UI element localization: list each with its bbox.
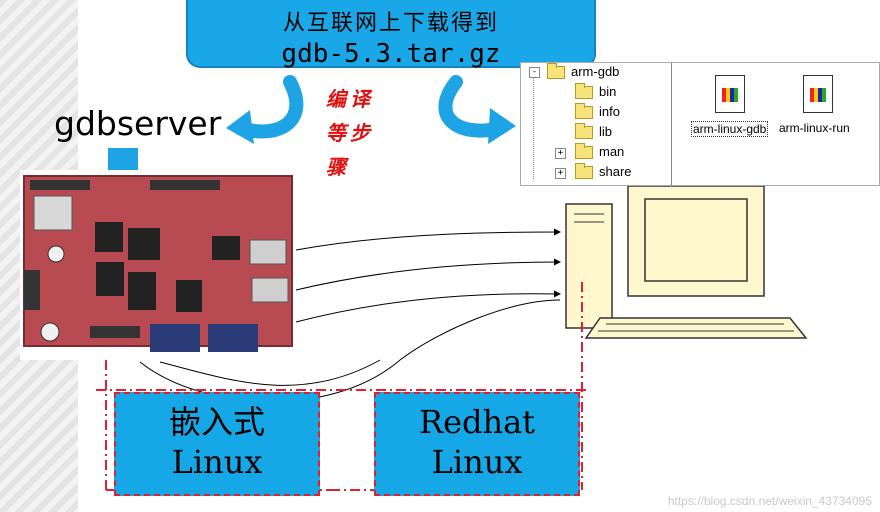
left-curved-arrow xyxy=(226,75,304,144)
executable-file-icon[interactable] xyxy=(715,75,745,113)
tree-item-arm-gdb[interactable]: arm-gdb xyxy=(571,64,620,79)
redhat-linux-line2: Linux xyxy=(431,443,523,481)
windows-logo-icon xyxy=(810,88,826,102)
tree-item-info[interactable]: info xyxy=(599,104,620,119)
folder-icon xyxy=(575,83,593,99)
pane-divider[interactable] xyxy=(671,63,672,187)
tree-expander-share[interactable]: + xyxy=(555,168,566,179)
tree-guide-line xyxy=(533,73,535,179)
compile-steps-label: 编译等步骤 xyxy=(326,87,374,179)
tree-item-man[interactable]: man xyxy=(599,144,625,159)
embedded-linux-line2: Linux xyxy=(171,443,263,481)
windows-logo-icon xyxy=(722,88,738,102)
folder-icon xyxy=(575,123,593,139)
file-arm-linux-gdb[interactable]: arm-linux-gdb xyxy=(691,121,769,137)
redhat-linux-box: Redhat Linux xyxy=(374,392,580,496)
tree-expander-arm-gdb[interactable]: - xyxy=(529,67,540,78)
embedded-linux-line1: 嵌入式 xyxy=(168,403,265,441)
folder-icon xyxy=(575,143,593,159)
gdbserver-label: gdbserver xyxy=(54,104,222,143)
embedded-linux-box: 嵌入式 Linux xyxy=(114,392,320,496)
folder-icon xyxy=(547,63,565,79)
download-callout: 从互联网上下载得到 gdb-5.3.tar.gz xyxy=(186,0,596,69)
callout-line2: gdb-5.3.tar.gz xyxy=(281,39,501,69)
file-explorer-window: - arm-gdb bin info lib + man + share arm… xyxy=(520,62,880,187)
tree-item-bin[interactable]: bin xyxy=(599,84,617,99)
right-curved-arrow xyxy=(438,75,516,144)
tree-item-lib[interactable]: lib xyxy=(599,124,613,139)
callout-line1: 从互联网上下载得到 xyxy=(282,11,499,36)
redhat-linux-line1: Redhat xyxy=(418,403,536,441)
computer-icon xyxy=(565,185,808,339)
watermark: https://blog.csdn.net/weixin_43734095 xyxy=(667,494,872,508)
tree-expander-man[interactable]: + xyxy=(555,148,566,159)
folder-icon xyxy=(575,103,593,119)
folder-icon xyxy=(575,163,593,179)
file-arm-linux-run[interactable]: arm-linux-run xyxy=(779,121,850,135)
executable-file-icon[interactable] xyxy=(803,75,833,113)
tree-item-share[interactable]: share xyxy=(599,164,632,179)
dev-board-image xyxy=(20,170,296,360)
